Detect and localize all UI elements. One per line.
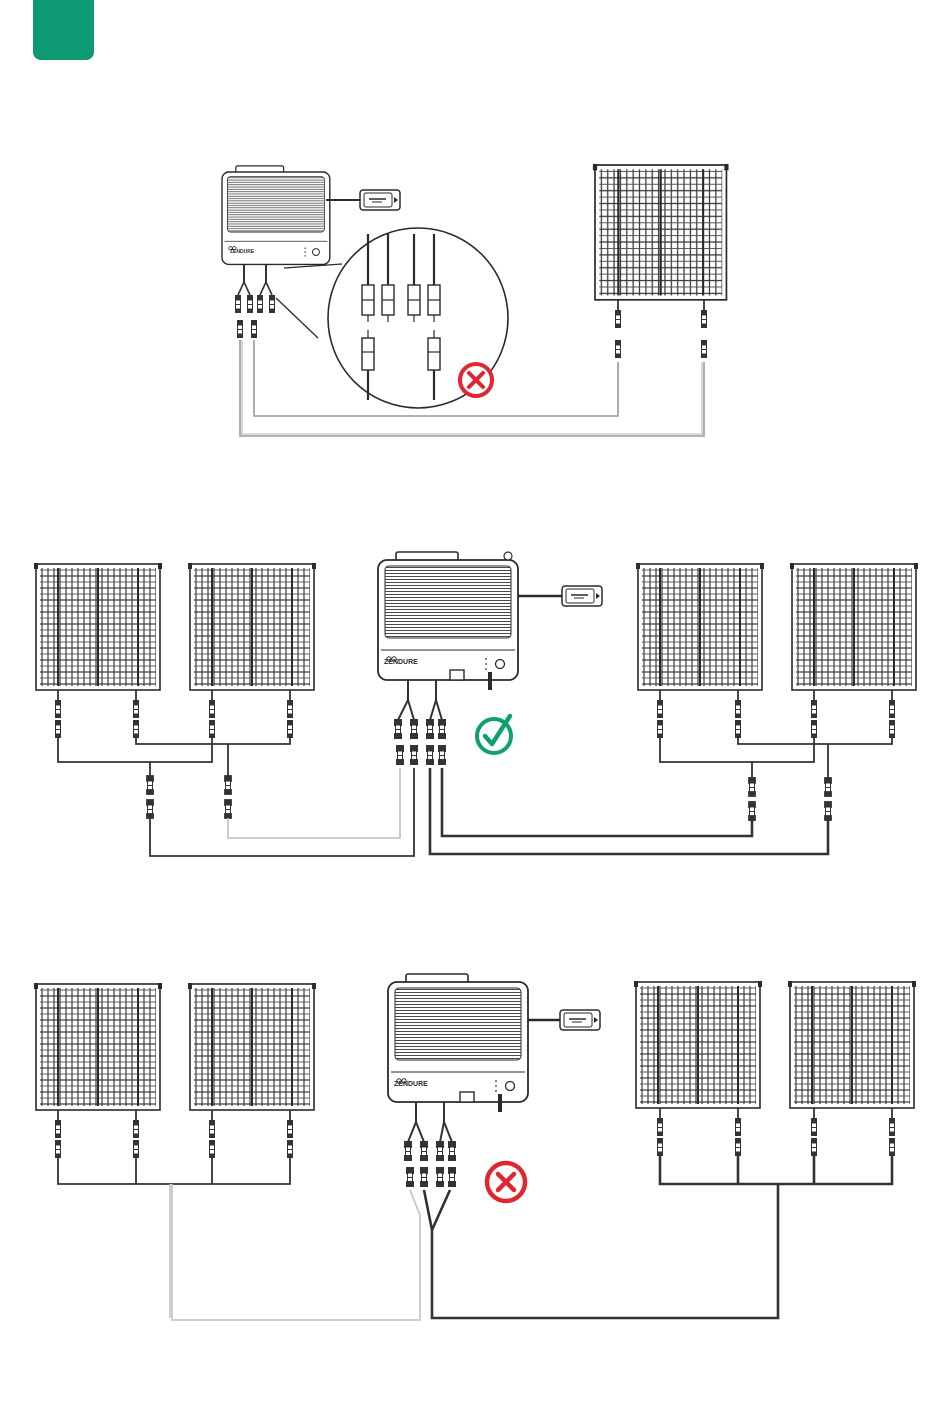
panel-right-2 <box>790 563 918 690</box>
panel-left-1 <box>34 983 162 1110</box>
solar-panel <box>593 164 729 358</box>
wrong-icon <box>487 1163 525 1201</box>
string-wiring-right <box>430 738 892 854</box>
panel-left-2 <box>188 563 316 690</box>
panel-right-1 <box>636 563 764 690</box>
panel-leads <box>55 1108 895 1158</box>
panel-leads <box>55 690 895 738</box>
wrong-icon <box>460 364 492 396</box>
inverter-unit: ZENDURE <box>388 974 600 1112</box>
panel-left-1 <box>34 563 162 690</box>
inverter-leads <box>395 680 445 764</box>
panel-right-1 <box>634 981 762 1108</box>
panel-left-2 <box>188 983 316 1110</box>
inverter-leads <box>235 265 275 338</box>
diagram-mixed-strings-wrong: ZENDURE <box>34 974 916 1320</box>
diagram-two-strings-correct: ZENDURE <box>34 552 918 856</box>
inverter-brand: ZENDURE <box>384 659 418 666</box>
inverter-unit: ZENDURE <box>378 552 602 690</box>
inverter-brand: ZENDURE <box>394 1081 428 1088</box>
diagram-single-panel-wrong: ZENDURE <box>222 164 729 436</box>
parallel-wiring-left <box>58 1158 420 1320</box>
panel-right-2 <box>788 981 916 1108</box>
inverter-brand: ZENDURE <box>230 249 255 255</box>
string-wiring-left <box>58 738 414 856</box>
correct-icon <box>477 716 511 753</box>
inverter-leads <box>405 1102 455 1186</box>
